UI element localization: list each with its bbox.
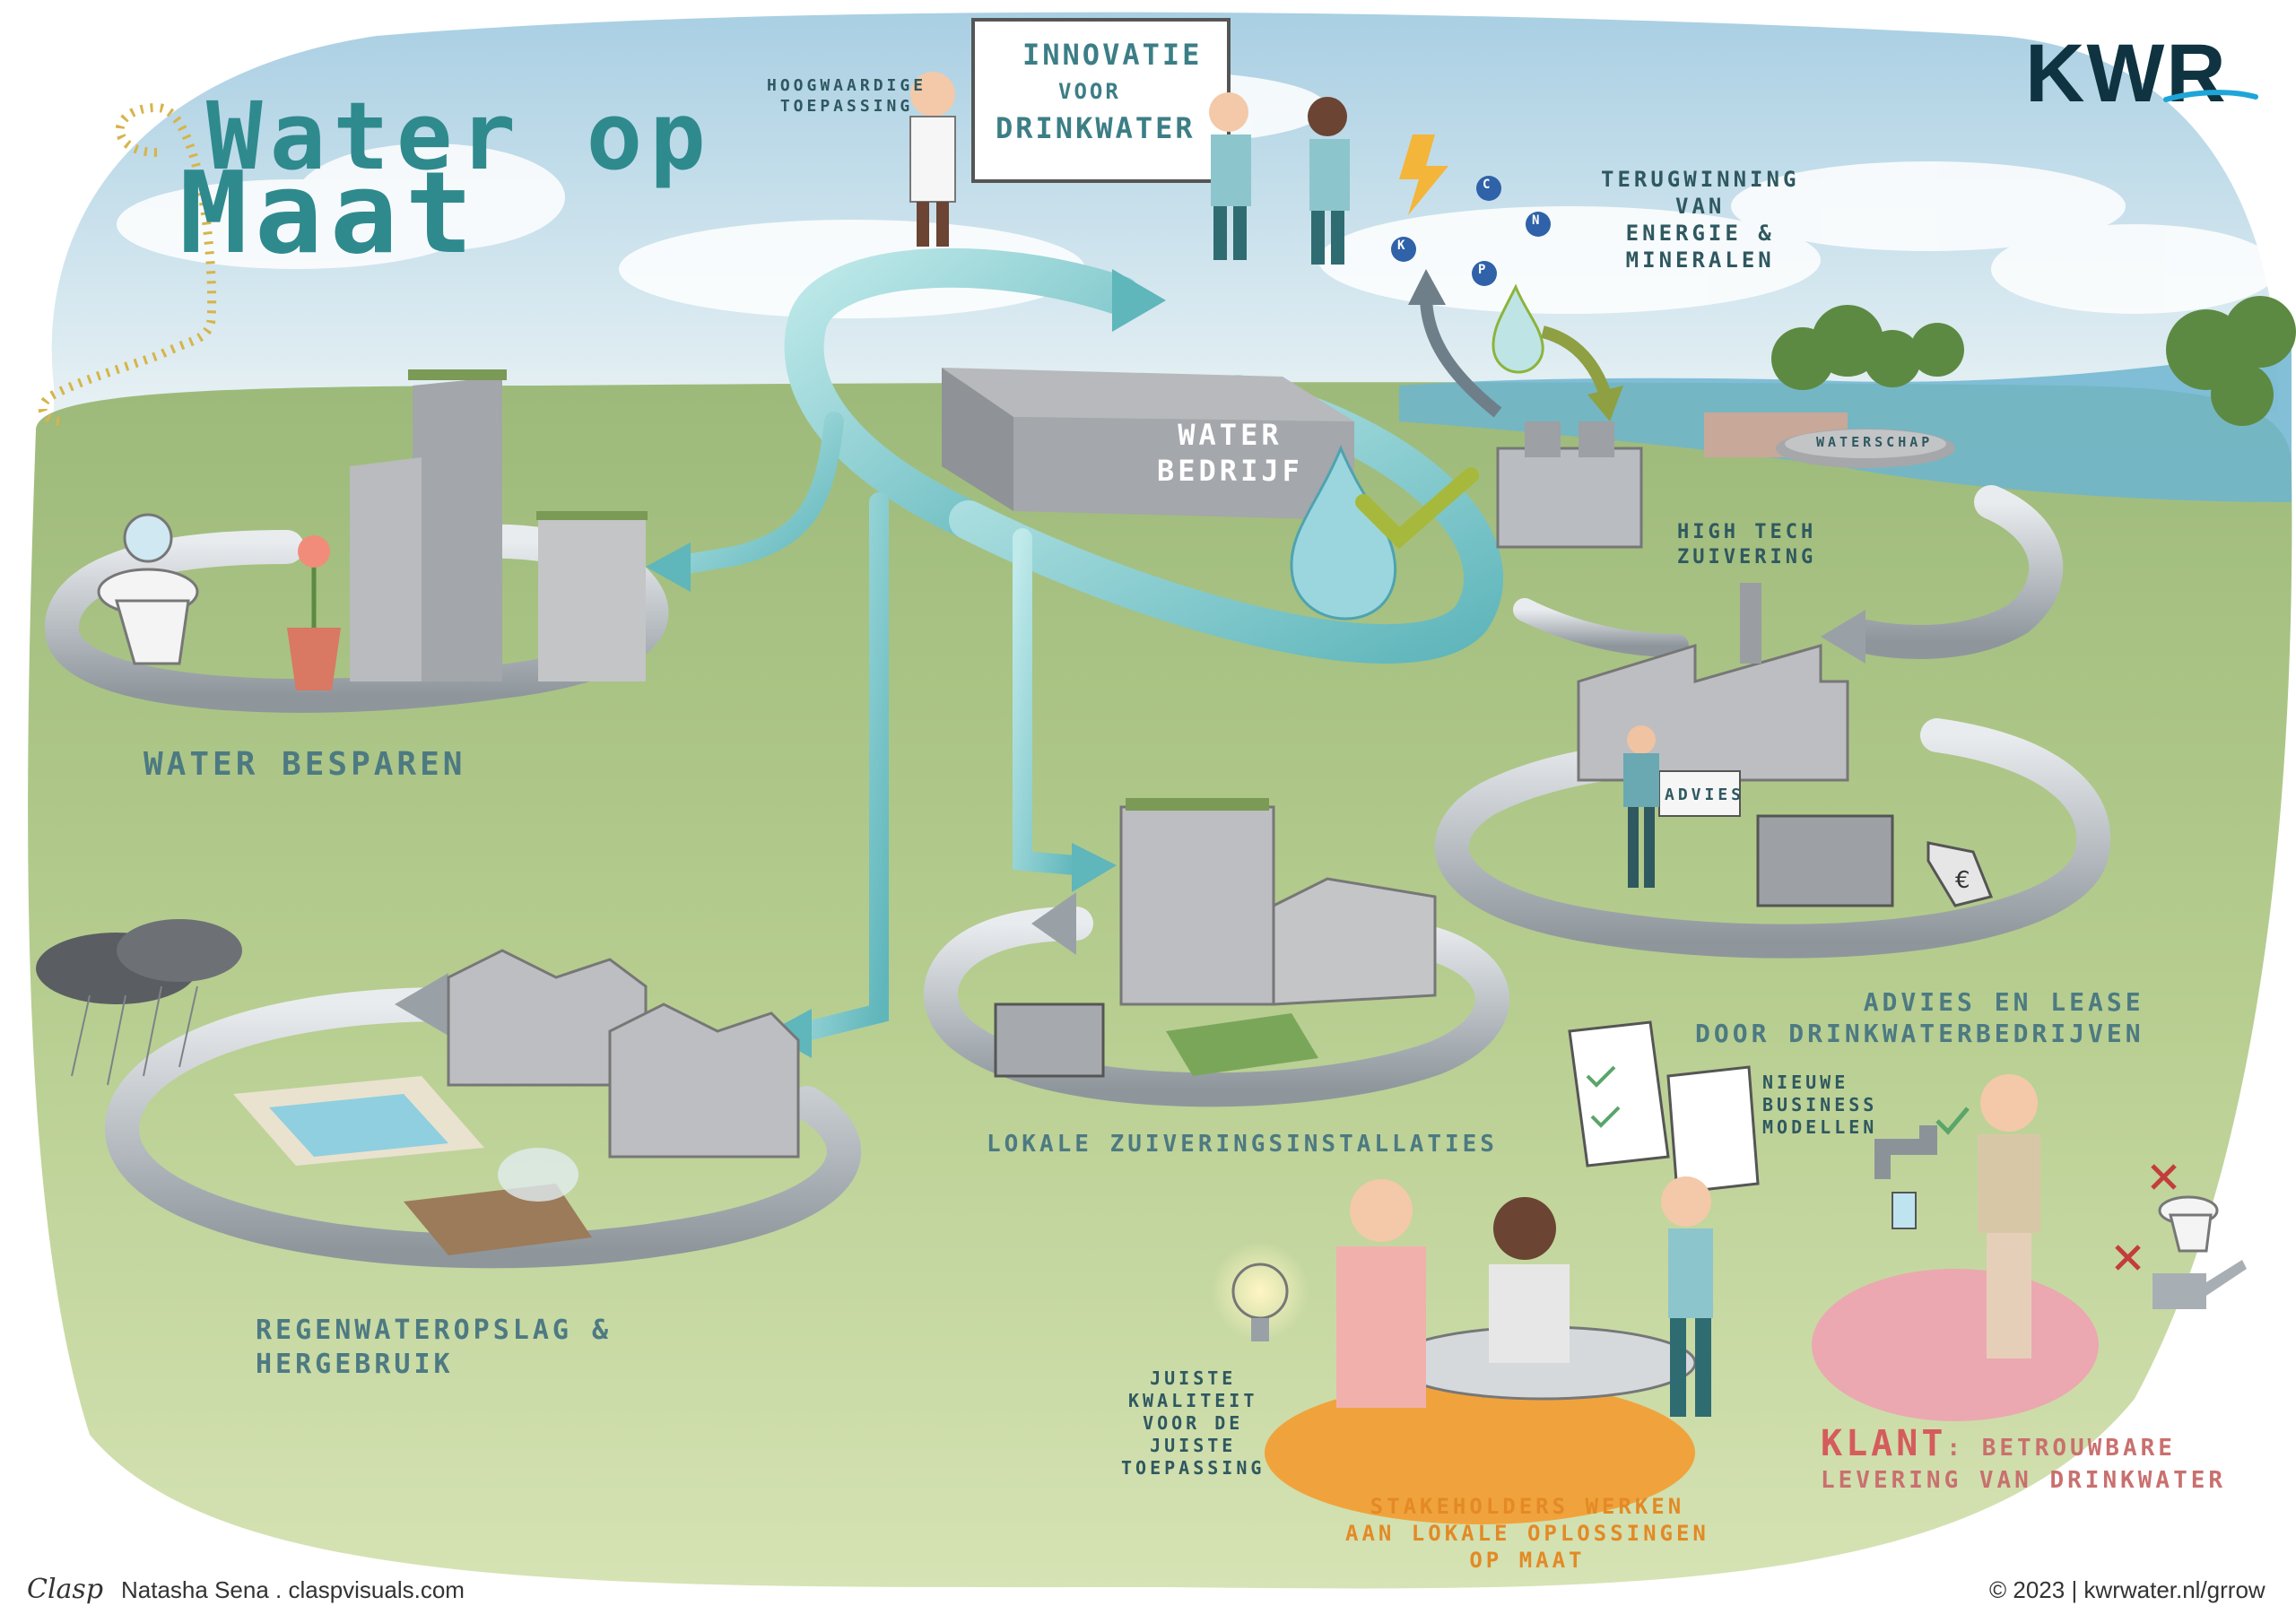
label-juiste-kwaliteit: Juiste kwaliteit voor de juiste toepassi… [1121,1367,1265,1479]
checkmark-icon-tap [1935,1107,1970,1135]
arrow-up-left [1420,295,1502,418]
city-buildings [97,369,648,690]
arrow-down-right [1541,325,1612,397]
mineral-c: C [1483,178,1491,192]
label-lokale: Lokale zuiveringsinstallaties [987,1131,1498,1158]
toilet-icon-crossed [2158,1195,2219,1253]
water-flow [672,247,1503,1041]
label-water-bedrijf: Water Bedrijf [1157,418,1303,488]
branch-mid [1013,528,1086,875]
branch-down [797,492,889,1041]
klant-bold: Klant [1821,1423,1947,1464]
svg-text:€: € [1955,867,1970,894]
loop-lokale [923,907,1509,1107]
loop-advies [1434,718,2111,959]
sky [51,12,2278,413]
label-terugwinning: Terugwinning van Energie & Mineralen [1601,167,1800,273]
lightbulb-icon [1211,1242,1309,1341]
title-rope [38,102,217,426]
spiral-ring [949,375,1503,664]
footer-credit: Natasha Sena . claspvisuals.com [121,1576,465,1603]
high-tech-installation [1408,269,1643,549]
spiral-upper [784,247,1141,540]
label-high-tech: High tech Zuivering [1677,521,1817,568]
label-stakeholders: Stakeholders werken aan lokale oplossing… [1345,1494,1709,1573]
kwr-logo: KWR [2025,28,2228,119]
mineral-p: P [1478,263,1486,277]
mineral-k: K [1397,239,1405,253]
water-bedrijf-building [942,368,1479,621]
loop-waterschap [1848,485,2064,659]
factory: € [1577,583,1994,907]
branch-left [672,412,844,575]
label-water-besparen: Water besparen [144,746,466,783]
waterschap-basin [1704,412,1955,468]
flower-pot [287,535,341,690]
sign-line1: Innovatie [1022,38,1203,72]
klant-scene [1812,1074,2247,1421]
sign-line2: voor [1058,79,1121,104]
water-arrowheads [646,269,1166,1058]
watering-can-icon [2152,1260,2247,1309]
label-nieuwe-business: Nieuwe business modellen [1762,1072,1878,1138]
innovatie-scene [909,18,1350,265]
klant-rest: : betrouwbare levering van drinkwater [1821,1435,2227,1494]
label-regenwater: Regenwateropslag & hergebruik [256,1315,613,1380]
mineral-n: N [1532,213,1540,228]
sign-line3: Drinkwater [996,111,1196,145]
title-line2: Maat [179,147,481,279]
lightning-icon [1399,135,1448,215]
footer-copyright: © 2023 | kwrwater.nl/grrow [1989,1576,2266,1603]
kwr-logo-swoosh [2163,90,2258,102]
label-hoogwaardige: Hoogwaardige Toepassing [767,76,927,116]
minerals [1391,135,1551,286]
euro-tag-icon [1926,841,1994,907]
label-advies-sign: Advies [1665,785,1745,804]
label-advies-lease: Advies en lease door drinkwaterbedrijven [1695,987,2144,1048]
tap-icon [1874,1125,1937,1179]
loop-hightech [1513,598,1689,657]
business-documents [1568,1020,1760,1194]
loop-regenwater [105,987,861,1269]
local-buildings [994,798,1437,1078]
title-line1: Water op [206,82,713,191]
title-water-op: Water op [206,90,713,183]
clasp-logo: Clasp [27,1574,104,1605]
trees [1771,296,2296,426]
stakeholders-scene [1211,1176,1713,1524]
label-waterschap: Waterschap [1816,434,1934,450]
rain-houses [36,919,800,1255]
toilet-icon-left [97,513,199,665]
title-maat: Maat [179,157,480,270]
label-klant: Klant: betrouwbare levering van drinkwat… [1821,1421,2226,1496]
checkmark-icon [1355,467,1479,550]
